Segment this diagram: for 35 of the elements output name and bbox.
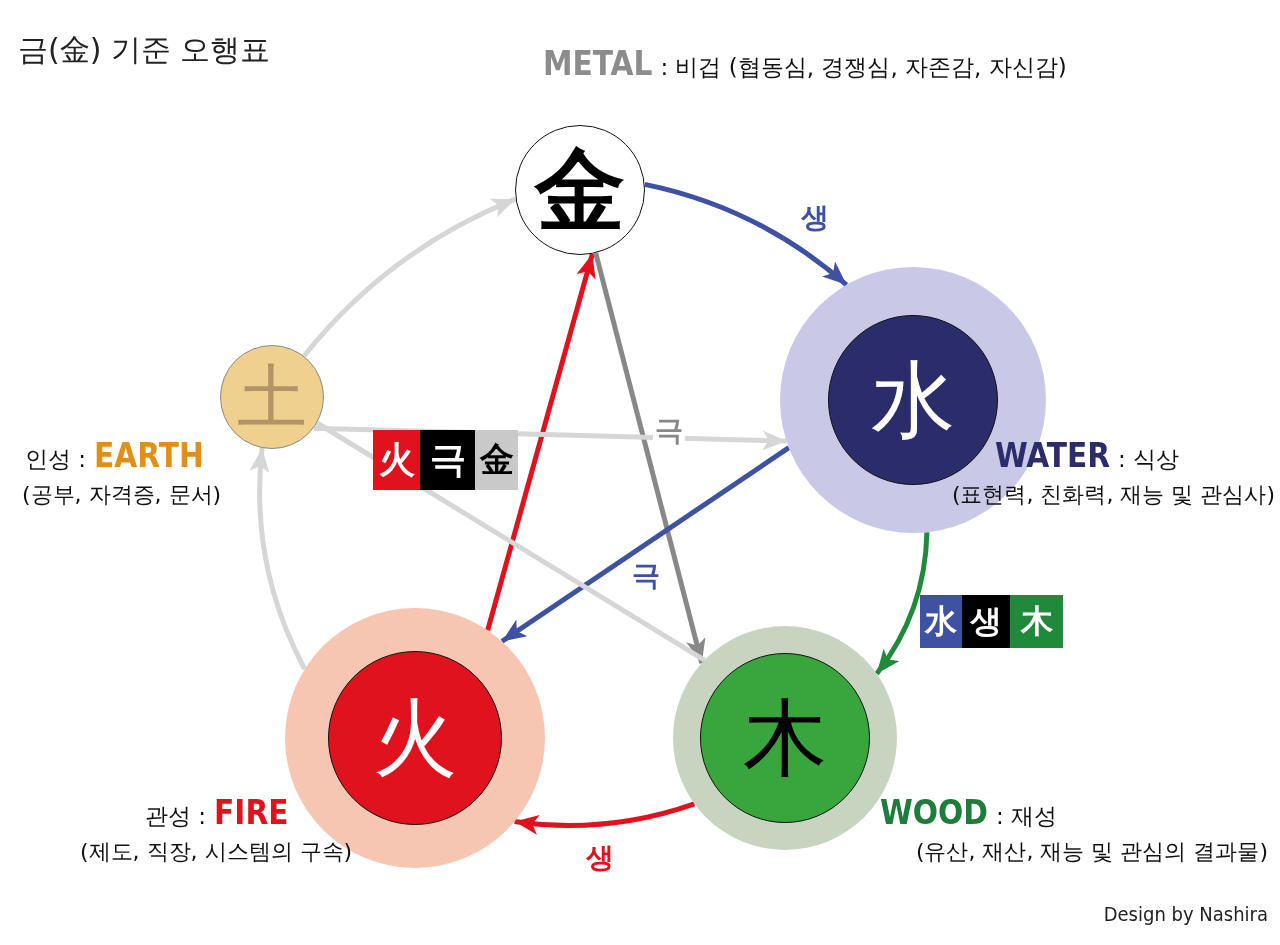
element-character: 水 <box>871 358 955 442</box>
arrow <box>302 196 517 358</box>
element-name: FIRE <box>214 793 289 832</box>
relation-tag: 생 <box>962 595 1010 648</box>
category-label: : 비겁 (협동심, 경쟁심, 자존감, 자신감) <box>660 53 1067 82</box>
element-character: 金 <box>535 145 625 235</box>
arrow <box>250 447 307 671</box>
description-label: (공부, 자격증, 문서) <box>22 481 222 509</box>
element-tag: 金 <box>475 430 518 490</box>
element-name: WATER <box>995 436 1111 475</box>
arrow <box>874 532 930 676</box>
category-label: : 재성 <box>995 802 1057 831</box>
element-tag: 火 <box>373 430 420 490</box>
element-character: 火 <box>373 696 457 780</box>
diagram-title: 금(金) 기준 오행표 <box>18 31 271 69</box>
element-character: 木 <box>743 696 827 780</box>
description-label: (제도, 직장, 시스템의 구속) <box>80 838 353 866</box>
element-name: WOOD <box>880 793 988 832</box>
relation-tag: 극 <box>420 430 475 490</box>
category-label: 관성 : <box>145 802 207 831</box>
arrow <box>485 253 596 631</box>
description-label: (표현력, 친화력, 재능 및 관심사) <box>951 481 1275 509</box>
element-character: 土 <box>237 362 307 432</box>
category-label: 인성 : <box>25 445 87 474</box>
arrow <box>593 252 706 664</box>
category-label: : 식상 <box>1118 445 1180 474</box>
element-name: METAL <box>543 44 653 83</box>
element-tag: 木 <box>1010 595 1063 648</box>
description-label: (유산, 재산, 재능 및 관심의 결과물) <box>915 838 1268 866</box>
arrow <box>644 181 849 287</box>
credit-text: Design by Nashira <box>1103 902 1268 926</box>
arrow <box>514 801 696 835</box>
arrow <box>500 445 791 644</box>
element-name: EARTH <box>94 436 204 475</box>
element-tag: 水 <box>920 595 962 648</box>
